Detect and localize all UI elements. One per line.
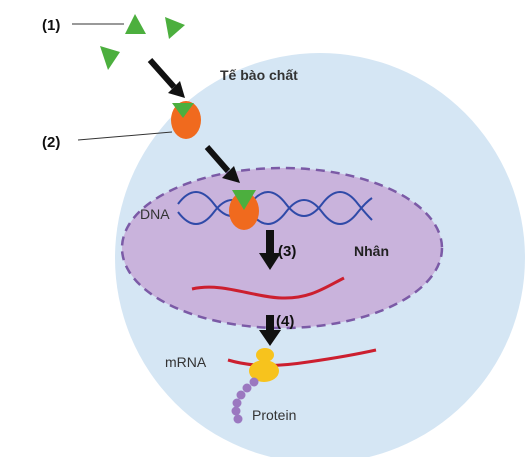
arrow-head [259,253,281,270]
ribosome-small-subunit [256,348,274,362]
protein-bead [233,414,243,424]
protein-bead [242,383,252,393]
label-step-3: (3) [278,243,296,260]
leader-line-2 [77,131,173,141]
label-nucleus: Nhân [354,243,389,259]
mrna-strand [227,348,377,367]
signal-molecule [100,46,120,70]
arrow-head [168,81,185,98]
label-step-1: (1) [42,17,60,34]
arrow-head [259,330,281,346]
protein-chain [231,377,259,424]
label-protein: Protein [252,407,296,423]
rna-strand [191,276,345,300]
ribosome-large-subunit [249,360,279,382]
bound-signal-molecule [232,190,256,210]
label-step-4: (4) [276,313,294,330]
arrow-to-receptor [147,58,177,89]
protein-bead [249,377,259,387]
bound-signal-molecule [172,103,194,118]
protein-bead [232,398,242,408]
label-mrna: mRNA [165,354,207,370]
label-cytoplasm: Tế bào chất [220,67,298,83]
signal-molecule [125,14,146,34]
arrow-to-nucleus [204,145,231,173]
arrow-transcription [266,230,274,255]
receptor-on-dna [229,192,259,230]
signal-molecule [165,17,185,39]
arrow-head [222,166,240,183]
protein-bead [231,406,241,416]
arrow-translation [266,315,274,333]
protein-bead [236,390,246,400]
dna-strand-b [177,197,373,225]
label-dna: DNA [140,206,170,222]
dna-strand-a [177,191,373,221]
label-step-2: (2) [42,134,60,151]
